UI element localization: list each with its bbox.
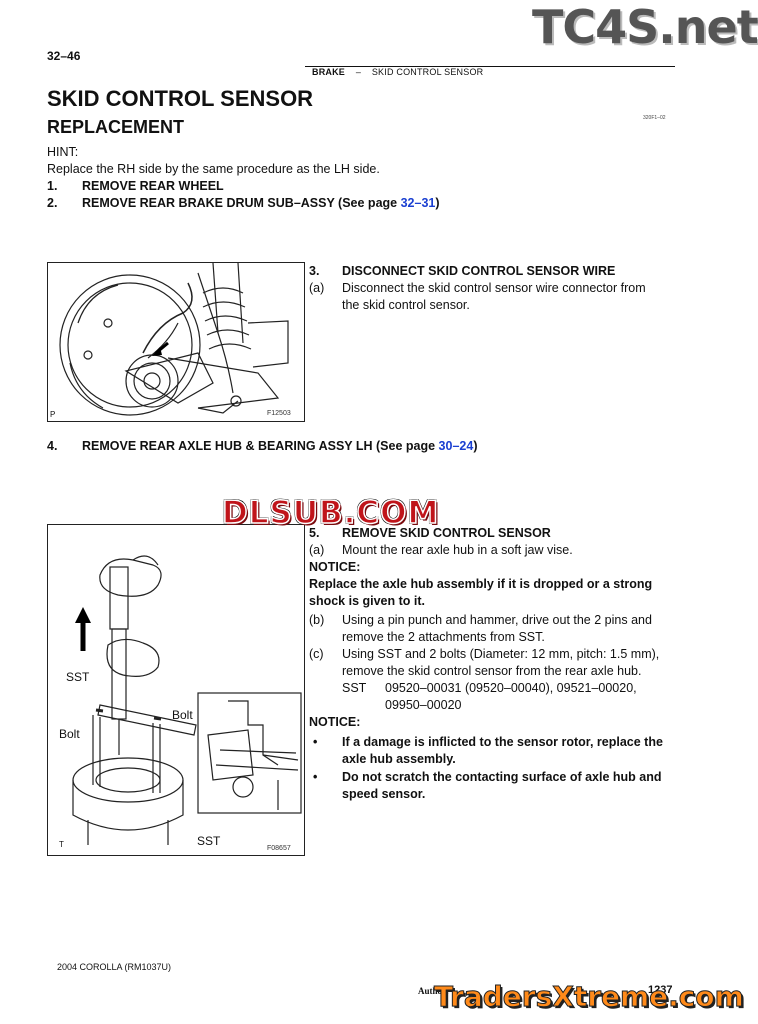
step-4-close: ) (473, 439, 478, 453)
footer-model: 2004 COROLLA (RM1037U) (57, 962, 172, 972)
step-5-text: REMOVE SKID CONTROL SENSOR (342, 526, 551, 540)
step-1-num: 1. (47, 179, 58, 193)
notice2-item1-line2: axle hub assembly. (342, 752, 456, 766)
figure2-corner: T (59, 840, 64, 849)
notice1-label: NOTICE: (309, 560, 361, 574)
step-5c-line2: remove the skid control sensor from the … (342, 664, 642, 678)
header-rule (305, 66, 675, 67)
hint-label: HINT: (47, 145, 79, 159)
page-link-30-24[interactable]: 30–24 (438, 439, 474, 453)
figure-sensor-removal: SST Bolt Bolt SST T F08657 (47, 524, 305, 856)
label-bolt-right: Bolt (172, 708, 193, 722)
header-section: BRAKE (312, 67, 346, 77)
step-4-text: REMOVE REAR AXLE HUB & BEARING ASSY LH (… (82, 438, 477, 455)
step-3-text: DISCONNECT SKID CONTROL SENSOR WIRE (342, 264, 616, 278)
notice2-bullet-2: • (313, 770, 318, 784)
sst-label: SST (342, 681, 367, 695)
step-3a-label: (a) (309, 281, 325, 295)
label-bolt-left: Bolt (59, 727, 80, 741)
header-dash: – (355, 67, 362, 77)
step-2-label: REMOVE REAR BRAKE DRUM SUB–ASSY (See pag… (82, 196, 401, 210)
dlsub-watermark: DLSUB.COM (221, 494, 440, 532)
step-5b-line1: Using a pin punch and hammer, drive out … (342, 613, 652, 627)
step-5a-label: (a) (309, 543, 325, 557)
footer-author: Author: (418, 986, 449, 996)
label-sst-top: SST (66, 670, 90, 684)
sensor-removal-drawing (72, 555, 302, 845)
step-5b-label: (b) (309, 613, 325, 627)
hint-text: Replace the RH side by the same procedur… (47, 162, 380, 176)
brake-assembly-drawing (59, 262, 289, 416)
step-2-close: ) (435, 196, 440, 210)
hand-middle (106, 638, 160, 677)
footer-page: 1237 (648, 984, 673, 996)
step-2-num: 2. (47, 196, 58, 210)
step-5b-line2: remove the 2 attachments from SST. (342, 630, 545, 644)
step-5a-text: Mount the rear axle hub in a soft jaw vi… (342, 543, 573, 557)
backing-plate (59, 274, 201, 416)
notice2-label: NOTICE: (309, 715, 361, 729)
figure1-corner: P (50, 410, 56, 419)
hand-top (99, 558, 162, 597)
page-subtitle: REPLACEMENT (47, 117, 185, 137)
notice1-line2: shock is given to it. (309, 594, 425, 608)
step-3a-line2: the skid control sensor. (342, 298, 470, 312)
notice2-item1-line1: If a damage is inflicted to the sensor r… (342, 735, 663, 749)
traders-watermark: TradersXtreme.com (434, 980, 745, 1014)
page-title: SKID CONTROL SENSOR (47, 86, 314, 111)
figure2-code: F08657 (267, 845, 291, 852)
notice2-bullet-1: • (313, 735, 318, 749)
figure-brake-assembly: P F12503 (47, 262, 305, 422)
step-4-num: 4. (47, 439, 58, 453)
step-2-text: REMOVE REAR BRAKE DRUM SUB–ASSY (See pag… (82, 195, 440, 212)
notice2-item2-line1: Do not scratch the contacting surface of… (342, 770, 662, 784)
step-5c-label: (c) (309, 647, 324, 661)
sst-line1: 09520–00031 (09520–00040), 09521–00020, (385, 681, 637, 695)
step-3a-line1: Disconnect the skid control sensor wire … (342, 281, 646, 295)
running-header: BRAKE – SKID CONTROL SENSOR (312, 67, 483, 77)
step-5-num: 5. (309, 526, 320, 540)
header-subsection: SKID CONTROL SENSOR (371, 67, 484, 77)
figure1-code: F12503 (267, 410, 291, 417)
sst-line2: 09950–00020 (385, 698, 462, 712)
doc-code: 320F1–02 (643, 115, 666, 121)
step-5c-line1: Using SST and 2 bolts (Diameter: 12 mm, … (342, 647, 660, 661)
page-number: 32–46 (47, 49, 81, 63)
notice2-item2-line2: speed sensor. (342, 787, 426, 801)
step-4-label: REMOVE REAR AXLE HUB & BEARING ASSY LH (… (82, 439, 439, 453)
label-sst-bottom: SST (197, 834, 221, 848)
page-link-32-31[interactable]: 32–31 (400, 196, 436, 210)
step-1-text: REMOVE REAR WHEEL (82, 179, 224, 193)
notice1-line1: Replace the axle hub assembly if it is d… (309, 577, 653, 591)
tc4s-watermark: TC4S.net (532, 0, 758, 54)
step-3-num: 3. (309, 264, 320, 278)
